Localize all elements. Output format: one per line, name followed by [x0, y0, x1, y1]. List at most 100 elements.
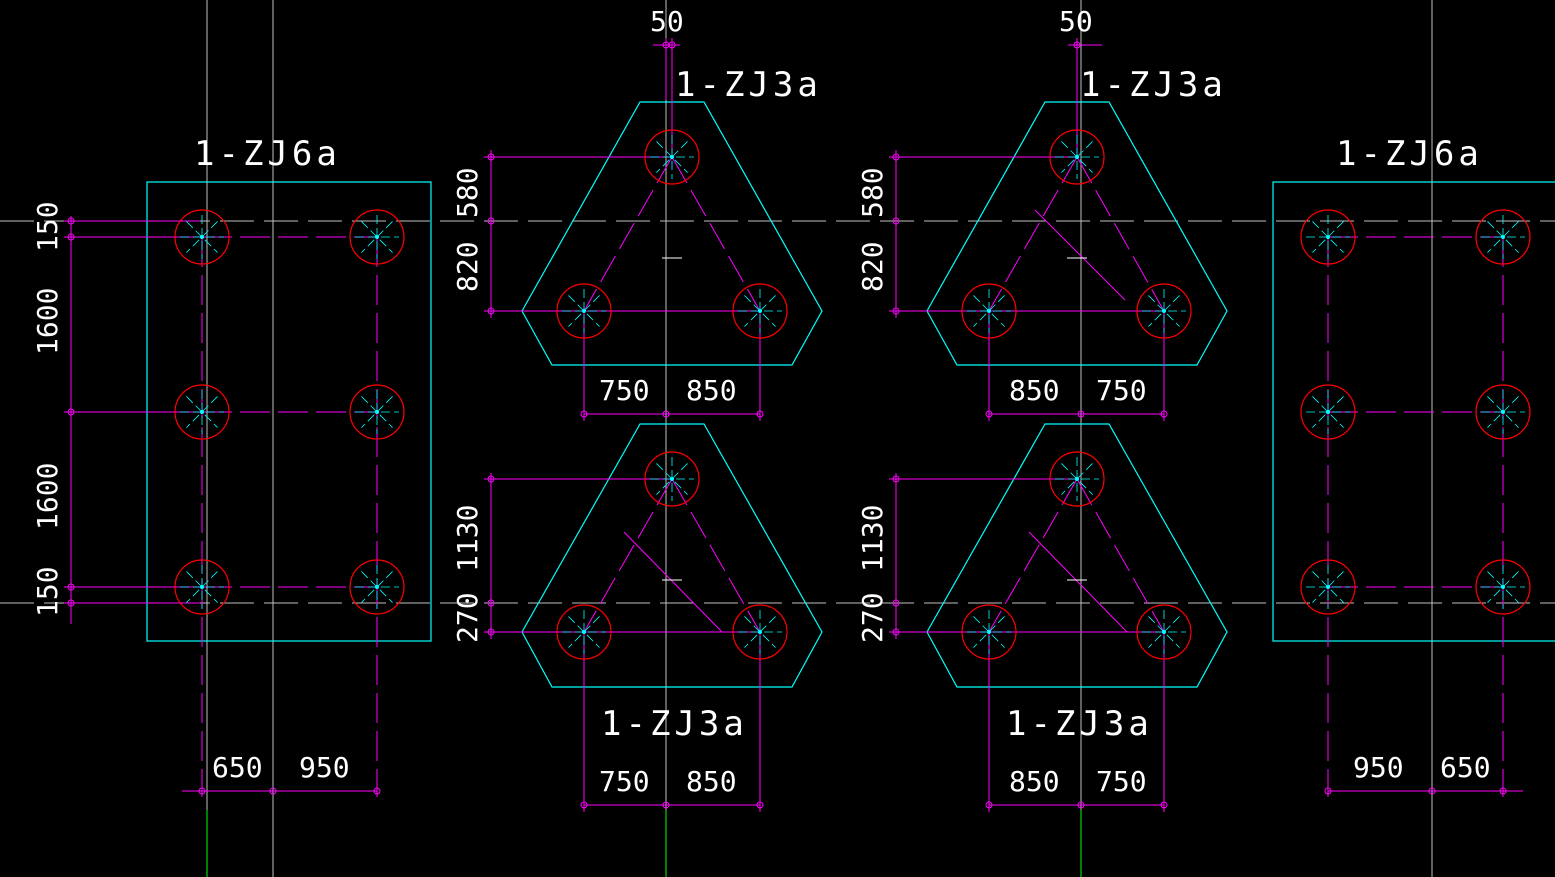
pile-center-dot [375, 585, 379, 589]
pile [349, 384, 405, 440]
dim-tick [487, 217, 495, 225]
pile [1049, 129, 1105, 185]
dim-mrt-v2: 820 [856, 241, 889, 292]
dim-tick [892, 475, 900, 483]
dim-left-v3: 1600 [31, 463, 64, 530]
dim-tick [756, 801, 764, 809]
pile-circle [1300, 559, 1356, 615]
dim-tick [67, 583, 75, 591]
pile [1475, 384, 1531, 440]
dim-tick [67, 408, 75, 416]
pile-circle [1049, 451, 1105, 507]
pile-center-dot [375, 235, 379, 239]
dim-tick [668, 41, 676, 49]
pile-center-mark [1312, 221, 1344, 253]
dim-left-v2: 1600 [31, 288, 64, 355]
dim-tick [269, 787, 277, 795]
dim-tick [67, 217, 75, 225]
pile-circle [349, 209, 405, 265]
dim-left-h1: 650 [212, 751, 263, 784]
dim-tick [487, 307, 495, 315]
pile [732, 283, 788, 339]
pile-center-dot [582, 630, 586, 634]
dim-tick [198, 787, 206, 795]
pile-center-mark [1061, 463, 1093, 495]
pile-circle [349, 559, 405, 615]
pile [174, 209, 230, 265]
diag-line [623, 531, 723, 633]
dim-mrt-h1: 850 [1009, 374, 1060, 407]
dim-mlt-v2: 820 [451, 241, 484, 292]
pile-circle [1049, 129, 1105, 185]
pile [1136, 604, 1192, 660]
cap-title-right: 1-ZJ6a [1336, 134, 1483, 174]
dim-left-h2: 950 [299, 751, 350, 784]
pile-center-dot [200, 235, 204, 239]
pile [644, 129, 700, 185]
dim-tick [892, 217, 900, 225]
pile [556, 283, 612, 339]
pile-center-dot [670, 477, 674, 481]
pile-circle [1475, 209, 1531, 265]
pile-center-dot [200, 585, 204, 589]
dim-tick [67, 599, 75, 607]
pile-link [1076, 478, 1165, 633]
pile-circle [1475, 559, 1531, 615]
pile-center-dot [1075, 155, 1079, 159]
dim-tick [1499, 787, 1507, 795]
dimension-ticks [67, 41, 1507, 809]
cap-title-mid-right-bottom: 1-ZJ3a [1006, 704, 1153, 744]
dim-tick [1324, 787, 1332, 795]
pile-circle [961, 283, 1017, 339]
pile-circle [1300, 209, 1356, 265]
dim-top-mid-right: 50 [1059, 5, 1093, 38]
dim-tick [1428, 787, 1436, 795]
pile-center-dot [582, 309, 586, 313]
pile [1300, 384, 1356, 440]
dim-tick [487, 628, 495, 636]
pile [349, 559, 405, 615]
pile [1475, 559, 1531, 615]
dim-tick [1160, 801, 1168, 809]
labels: 1-ZJ6a 1-ZJ6a 1-ZJ3a 1-ZJ3a 1-ZJ3a 1-ZJ3… [31, 5, 1491, 798]
pile [732, 604, 788, 660]
dim-tick [487, 153, 495, 161]
pile-center-mark [1487, 221, 1519, 253]
dim-mrb-v2: 270 [856, 592, 889, 643]
dim-mlb-h2: 850 [686, 765, 737, 798]
pile-circle [644, 451, 700, 507]
dim-tick [756, 410, 764, 418]
dim-tick [487, 475, 495, 483]
piles [174, 129, 1531, 660]
pile-circle [556, 283, 612, 339]
pile-center-mark [1312, 396, 1344, 428]
dim-right-h2: 650 [1440, 751, 1491, 784]
pile-center-dot [758, 309, 762, 313]
dim-tick [892, 599, 900, 607]
pile-center-dot [1501, 585, 1505, 589]
pile-center-mark [1061, 141, 1093, 173]
pile-center-dot [1075, 477, 1079, 481]
dim-tick [892, 307, 900, 315]
pile [1049, 451, 1105, 507]
pile-center-dot [1326, 585, 1330, 589]
pile-link [671, 156, 761, 312]
dim-tick [985, 801, 993, 809]
dim-left-v4: 150 [31, 566, 64, 617]
cap-outline-right [1272, 181, 1555, 642]
diag-line [1034, 209, 1126, 301]
pile-center-mark [1061, 463, 1093, 495]
pile-center-dot [1501, 235, 1505, 239]
pile-center-dot [987, 630, 991, 634]
dim-tick [580, 410, 588, 418]
diag-line [1028, 531, 1128, 633]
dim-tick [662, 801, 670, 809]
pile-center-mark [1312, 221, 1344, 253]
pile-center-mark [1061, 141, 1093, 173]
pile [961, 283, 1017, 339]
dim-tick [662, 410, 670, 418]
pile [174, 384, 230, 440]
dim-tick [892, 153, 900, 161]
cap-title-left: 1-ZJ6a [194, 134, 341, 174]
